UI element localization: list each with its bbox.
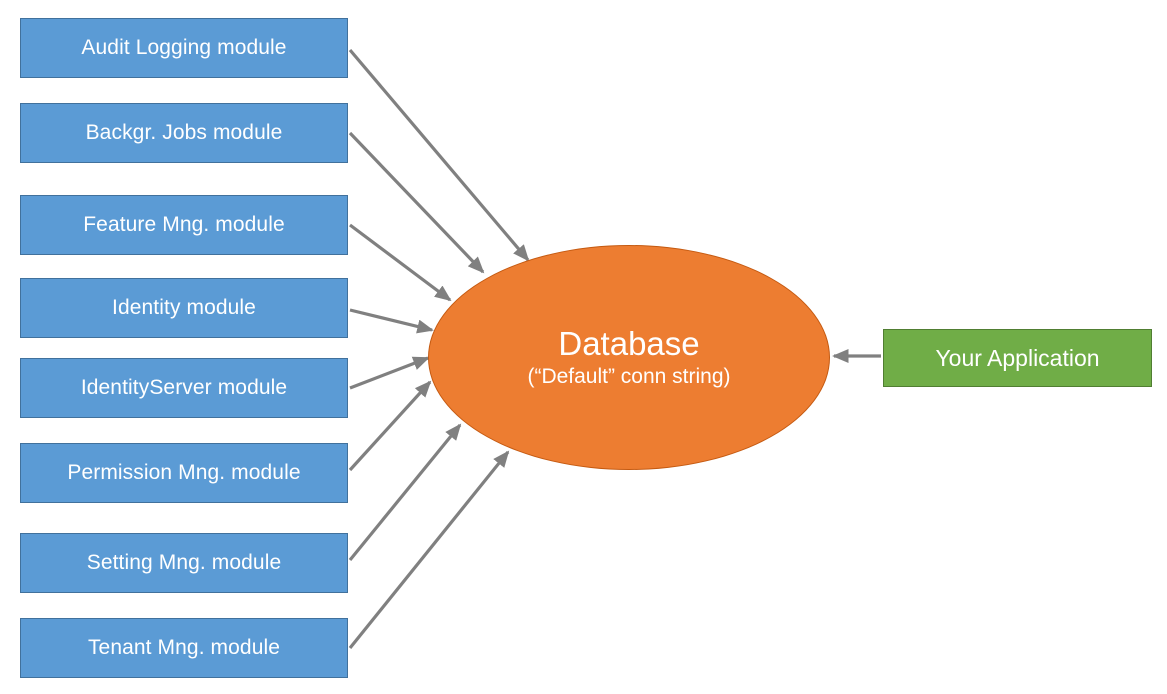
connection-arrow	[349, 223, 452, 302]
database-title: Database	[558, 325, 700, 363]
application-label: Your Application	[935, 344, 1100, 371]
connection-arrow	[349, 308, 434, 334]
connection-arrow	[348, 450, 510, 650]
module-label: Tenant Mng. module	[87, 636, 281, 660]
module-label: IdentityServer module	[80, 376, 288, 400]
module-box-identity[interactable]: Identity module	[20, 278, 348, 338]
module-label: Backgr. Jobs module	[85, 121, 283, 145]
module-box-background-jobs[interactable]: Backgr. Jobs module	[20, 103, 348, 163]
module-label: Audit Logging module	[81, 36, 287, 60]
module-box-identityserver[interactable]: IdentityServer module	[20, 358, 348, 418]
connection-arrow	[349, 356, 430, 390]
module-label: Feature Mng. module	[83, 213, 285, 237]
module-box-permission-management[interactable]: Permission Mng. module	[20, 443, 348, 503]
module-box-feature-management[interactable]: Feature Mng. module	[20, 195, 348, 255]
module-box-tenant-management[interactable]: Tenant Mng. module	[20, 618, 348, 678]
module-box-audit-logging[interactable]: Audit Logging module	[20, 18, 348, 78]
connection-arrow	[348, 380, 432, 472]
module-label: Setting Mng. module	[86, 551, 282, 575]
database-node[interactable]: Database (“Default” conn string)	[428, 245, 830, 470]
connection-arrow	[348, 48, 530, 262]
connection-arrow	[348, 131, 485, 274]
module-label: Identity module	[112, 296, 256, 320]
database-subtitle: (“Default” conn string)	[527, 365, 731, 389]
module-label: Permission Mng. module	[67, 461, 301, 485]
module-box-setting-management[interactable]: Setting Mng. module	[20, 533, 348, 593]
application-node[interactable]: Your Application	[883, 329, 1152, 387]
connection-arrow	[348, 423, 462, 562]
